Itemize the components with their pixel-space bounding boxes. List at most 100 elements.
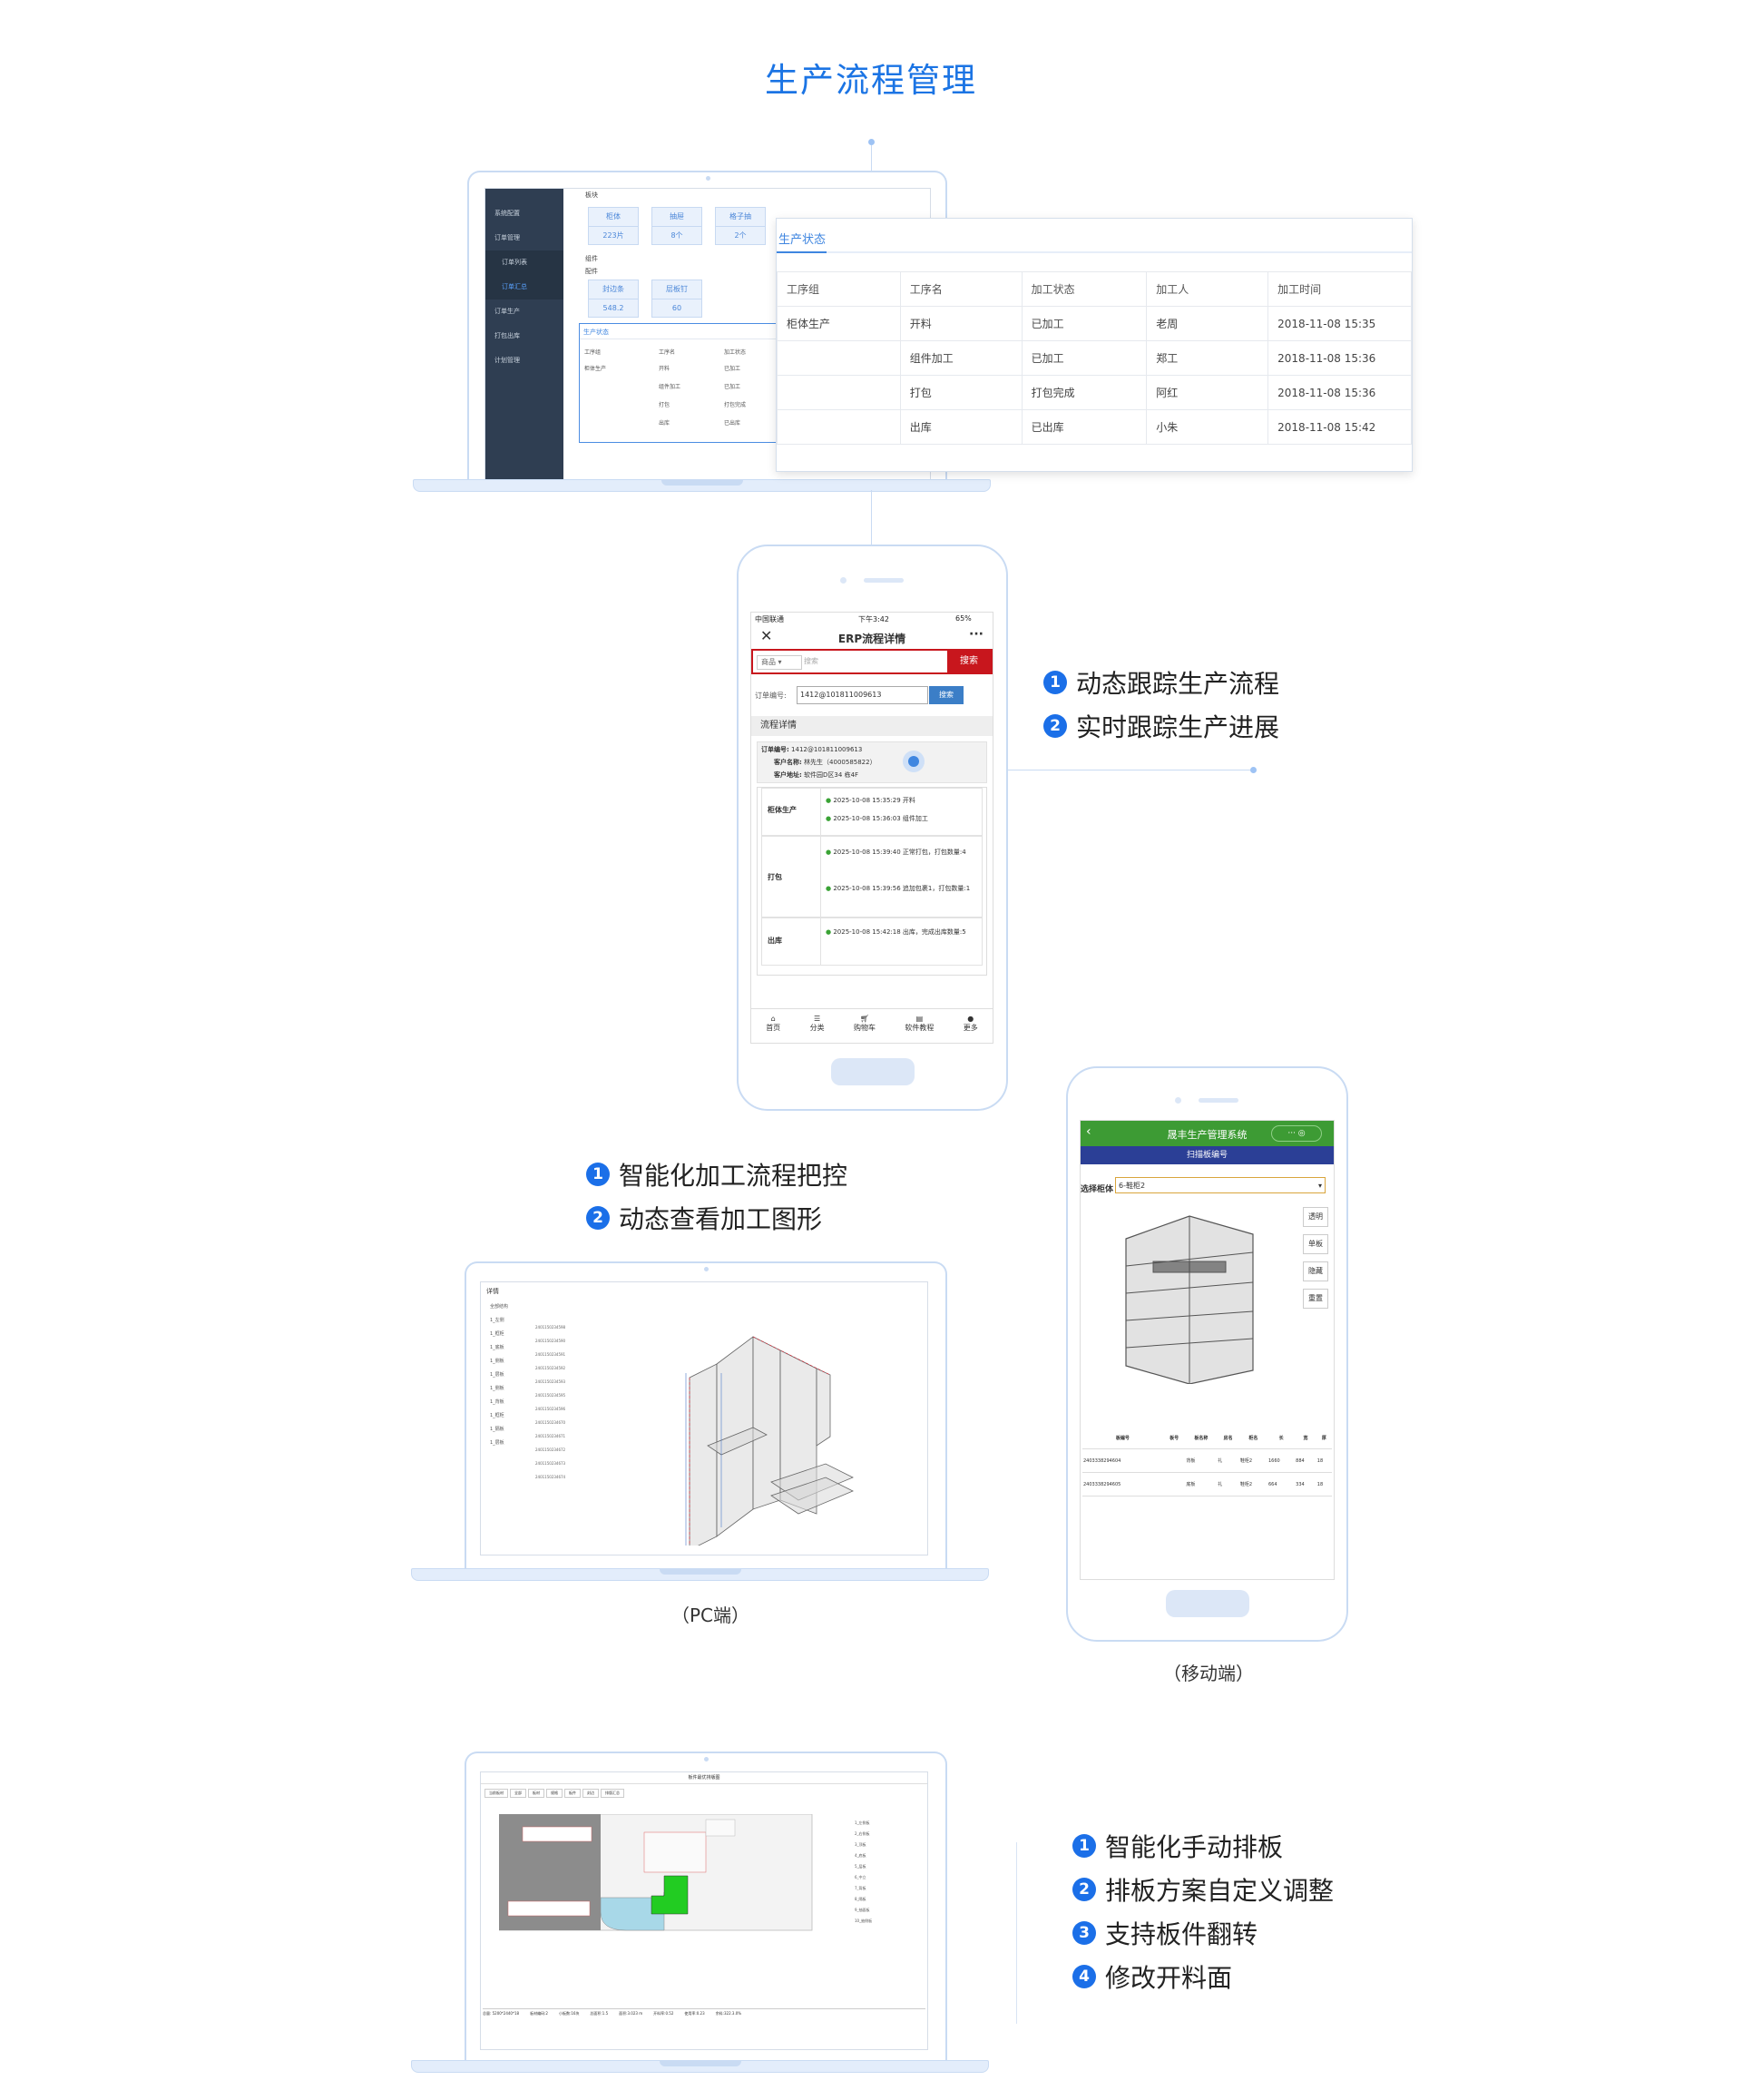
- list-item[interactable]: 3_顶板: [855, 1842, 866, 1847]
- list-item[interactable]: 2_右侧板: [855, 1831, 870, 1836]
- sidebar-item-order-list[interactable]: 订单列表: [485, 250, 563, 275]
- feature-text: 修改开料面: [1105, 1963, 1233, 1993]
- list-item[interactable]: 2401150234670: [535, 1420, 566, 1425]
- close-icon[interactable]: ✕: [760, 627, 773, 644]
- footer-item[interactable]: 面积:3.023 m: [619, 2011, 643, 2016]
- search-input[interactable]: 搜索: [804, 657, 818, 665]
- list-item[interactable]: 2401150234590: [535, 1339, 566, 1343]
- number-badge: 1: [1043, 671, 1067, 694]
- nav-bar: ‹ 晟丰生产管理系统 ··· ◎: [1081, 1121, 1334, 1146]
- tab[interactable]: 板材: [528, 1789, 544, 1798]
- number-badge: 2: [1043, 714, 1067, 738]
- list-item[interactable]: 2401150234595: [535, 1393, 566, 1398]
- order-search-button[interactable]: 搜索: [929, 686, 964, 704]
- feature-text: 实时跟踪生产进展: [1076, 712, 1280, 742]
- list-item[interactable]: 2401150234673: [535, 1461, 566, 1466]
- tree-item[interactable]: 1_侧板: [490, 1386, 504, 1391]
- phone-frame: 中国联通 下午3:42 65% ✕ ERP流程详情 ··· 商品 ▾ 搜索 搜索…: [737, 545, 1008, 1111]
- tree-item[interactable]: 全部结构: [490, 1304, 509, 1310]
- footer-item[interactable]: 板材编码:2: [530, 2011, 548, 2016]
- footer-item[interactable]: 使用率:0.23: [684, 2011, 705, 2016]
- order-label: 订单编号:: [755, 692, 787, 700]
- capsule-menu[interactable]: ··· ◎: [1271, 1125, 1322, 1142]
- reset-button[interactable]: 重置: [1303, 1289, 1328, 1309]
- tab[interactable]: 当前板材: [484, 1789, 508, 1798]
- footer-item[interactable]: 总面积:1.5: [590, 2011, 609, 2016]
- list-item[interactable]: 6_中立: [855, 1875, 866, 1879]
- side-buttons: 透明 单板 隐藏 重置: [1303, 1207, 1328, 1309]
- search-button[interactable]: 搜索: [947, 651, 991, 672]
- sidebar-item-config[interactable]: 系统配置: [494, 210, 520, 217]
- footer-item[interactable]: 余料:322.3.0%: [715, 2011, 742, 2016]
- list-item[interactable]: 2401150234598: [535, 1325, 566, 1330]
- footer-item[interactable]: 小板数:16块: [558, 2011, 580, 2016]
- list-item[interactable]: 2401150234596: [535, 1407, 566, 1411]
- tree-item[interactable]: 1_背板: [490, 1399, 504, 1405]
- list-item[interactable]: 2401150234671: [535, 1434, 566, 1438]
- window-title: 板件最优排版图: [688, 1775, 720, 1781]
- sidebar-item-plan[interactable]: 计划管理: [494, 357, 520, 364]
- order-input[interactable]: 1412@101811009613: [797, 686, 928, 704]
- sidebar-item-packing[interactable]: 打包出库: [494, 332, 520, 339]
- list-item[interactable]: 2401150234674: [535, 1475, 566, 1479]
- tab-category[interactable]: ☰分类: [809, 1015, 825, 1032]
- footer-item[interactable]: 开料率:0.52: [653, 2011, 674, 2016]
- tree-item[interactable]: 1_底板: [490, 1345, 504, 1350]
- list-item[interactable]: 2401150234592: [535, 1366, 566, 1370]
- tab-tutorial[interactable]: ▤软件教程: [905, 1015, 935, 1032]
- sidebar-item-order-summary[interactable]: 订单汇总: [485, 275, 563, 299]
- list-item[interactable]: 10_抽侧板: [855, 1918, 873, 1923]
- list-item[interactable]: 2401150234593: [535, 1379, 566, 1384]
- laptop-base: [413, 479, 991, 492]
- tree-item[interactable]: 1_隔板: [490, 1427, 504, 1432]
- tab[interactable]: 全部: [510, 1789, 526, 1798]
- footer-item[interactable]: 总量: 5200*2440*18: [483, 2011, 520, 2016]
- battery-text: 65%: [955, 614, 972, 623]
- hide-button[interactable]: 隐藏: [1303, 1261, 1328, 1281]
- clock-text: 下午3:42: [858, 615, 889, 623]
- transparent-button[interactable]: 透明: [1303, 1207, 1328, 1227]
- tab[interactable]: 封边: [582, 1789, 599, 1798]
- tree-item[interactable]: 1_框柜: [490, 1331, 504, 1337]
- list-item[interactable]: 9_抽面板: [855, 1908, 870, 1912]
- tree-item[interactable]: 1_层板: [490, 1440, 504, 1446]
- list-item[interactable]: 7_背板: [855, 1886, 866, 1890]
- list-item[interactable]: 2401150234672: [535, 1447, 566, 1452]
- tree-item[interactable]: 1_左侧: [490, 1318, 504, 1323]
- single-board-button[interactable]: 单板: [1303, 1234, 1328, 1254]
- list-item[interactable]: 2401150234591: [535, 1352, 566, 1357]
- label-parts: 配件: [585, 268, 598, 275]
- tree-item[interactable]: 1_层板: [490, 1372, 504, 1378]
- wardrobe-3d-drawing: [685, 1336, 854, 1546]
- category-select[interactable]: 商品 ▾: [757, 655, 802, 670]
- cabinet-select[interactable]: 6-鞋柜2▾: [1115, 1177, 1326, 1193]
- tab-cart[interactable]: 🛒︎购物车: [853, 1015, 876, 1032]
- sidebar-item-orders[interactable]: 订单管理: [494, 234, 520, 241]
- feature-text: 智能化手动排板: [1105, 1832, 1284, 1862]
- laptop-base: [411, 2060, 989, 2073]
- list-item[interactable]: 4_底板: [855, 1853, 866, 1858]
- tab-home[interactable]: ⌂首页: [766, 1015, 781, 1032]
- list-item[interactable]: 5_层板: [855, 1864, 866, 1869]
- tab[interactable]: 规格: [546, 1789, 563, 1798]
- back-icon[interactable]: ‹: [1086, 1124, 1091, 1139]
- more-icon[interactable]: ···: [969, 627, 984, 642]
- tab[interactable]: 板件: [564, 1789, 581, 1798]
- tab-more[interactable]: ●更多: [963, 1015, 978, 1032]
- sidebar-item-production[interactable]: 订单生产: [494, 308, 520, 315]
- process-steps: 柜体生产 ● 2025-10-08 15:35:29 开料 ● 2025-10-…: [757, 787, 987, 976]
- tree-item[interactable]: 1_侧板: [490, 1359, 504, 1364]
- tree-item[interactable]: 1_框柜: [490, 1413, 504, 1418]
- tab[interactable]: 排版汇总: [601, 1789, 624, 1798]
- list-item[interactable]: 8_隔板: [855, 1897, 866, 1901]
- list-item[interactable]: 1_左侧板: [855, 1820, 870, 1825]
